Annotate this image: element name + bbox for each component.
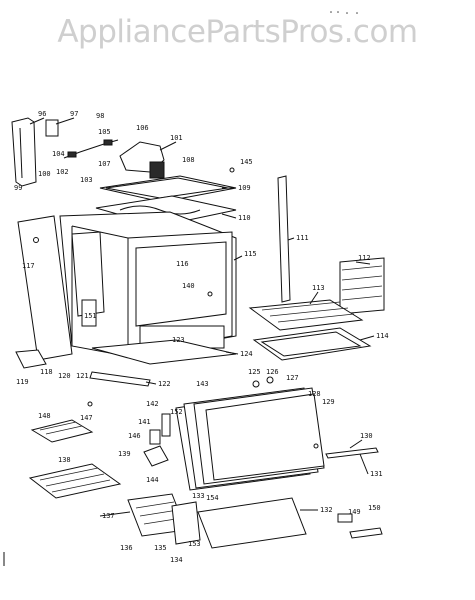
- callout-140: 140: [182, 282, 195, 290]
- callout-146: 146: [128, 432, 141, 440]
- part-rail-111: [277, 175, 291, 303]
- callout-117: 117: [22, 262, 35, 270]
- part-oven-rack-side: [339, 257, 385, 315]
- callout-100: 100: [38, 170, 51, 178]
- part-insulation: [71, 231, 105, 327]
- callout-128: 128: [308, 390, 321, 398]
- part-door-handle-bracket: [143, 445, 169, 467]
- callout-105: 105: [98, 128, 111, 136]
- callout-115: 115: [244, 250, 257, 258]
- part-feet: [15, 349, 47, 369]
- callout-149: 149: [348, 508, 361, 516]
- callout-151: 151: [84, 312, 97, 320]
- callout-145: 145: [240, 158, 253, 166]
- callout-124: 124: [240, 350, 253, 358]
- callout-126: 126: [266, 368, 279, 376]
- callout-123: 123: [172, 336, 185, 344]
- callout-118: 118: [40, 368, 53, 376]
- callout-132: 132: [320, 506, 333, 514]
- callout-98: 98: [96, 112, 104, 120]
- callout-144: 144: [146, 476, 159, 484]
- callout-113: 113: [312, 284, 325, 292]
- callout-101: 101: [170, 134, 183, 142]
- part-cabinet-body: [59, 211, 237, 357]
- part-grill-tray-136: [28, 463, 122, 499]
- part-element-top: [119, 141, 165, 179]
- callout-109: 109: [238, 184, 251, 192]
- part-storage-drawer: [127, 493, 307, 549]
- part-oven-rack: [248, 299, 364, 331]
- callout-112: 112: [358, 254, 371, 262]
- part-fasteners: [87, 167, 319, 449]
- callout-152: 152: [170, 408, 183, 416]
- callout-107: 107: [98, 160, 111, 168]
- callout-110: 110: [238, 214, 251, 222]
- part-door-assembly: [175, 387, 325, 491]
- callout-150: 150: [368, 504, 381, 512]
- callout-143: 143: [196, 380, 209, 388]
- callout-153: 153: [188, 540, 201, 548]
- callout-108: 108: [182, 156, 195, 164]
- callout-127: 127: [286, 374, 299, 382]
- callout-148: 148: [38, 412, 51, 420]
- callout-135: 135: [154, 544, 167, 552]
- callout-99: 99: [14, 184, 22, 192]
- part-side-trim: [11, 117, 37, 187]
- leader-lines: [29, 117, 375, 517]
- watermark: AppliancePartsPros.com: [57, 14, 418, 50]
- callout-137: 137: [102, 512, 115, 520]
- callout-154: 154: [206, 494, 219, 502]
- callout-116: 116: [176, 260, 189, 268]
- callout-139: 139: [118, 450, 131, 458]
- part-left-side-panel: [17, 215, 73, 361]
- callout-120: 120: [58, 372, 71, 380]
- callout-121: 121: [76, 372, 89, 380]
- callout-102: 102: [56, 168, 69, 176]
- callout-122: 122: [158, 380, 171, 388]
- callout-103: 103: [80, 176, 93, 184]
- callout-134: 134: [170, 556, 183, 564]
- callout-138: 138: [58, 456, 71, 464]
- callout-125: 125: [248, 368, 261, 376]
- callout-106: 106: [136, 124, 149, 132]
- callout-119: 119: [16, 378, 29, 386]
- callout-114: 114: [376, 332, 389, 340]
- callout-147: 147: [80, 414, 93, 422]
- callout-131: 131: [370, 470, 383, 478]
- corner-specks: [330, 11, 358, 14]
- callout-97: 97: [70, 110, 78, 118]
- callout-129: 129: [322, 398, 335, 406]
- callout-130: 130: [360, 432, 373, 440]
- callout-141: 141: [138, 418, 151, 426]
- part-callouts: 96 97 98 99 100 101 102 103 104 105 106 …: [14, 110, 389, 564]
- part-bracket-97: [45, 119, 59, 137]
- part-wire-harness: [63, 139, 119, 159]
- part-door-hinge: [149, 413, 171, 445]
- part-drawer-clip: [337, 513, 383, 539]
- part-broiler-pan: [252, 327, 372, 361]
- callout-96: 96: [38, 110, 46, 118]
- callout-111: 111: [296, 234, 309, 242]
- callout-133: 133: [192, 492, 205, 500]
- callout-142: 142: [146, 400, 159, 408]
- callout-136: 136: [120, 544, 133, 552]
- part-grill-tray-148: [30, 419, 94, 443]
- part-handle-rod: [325, 447, 379, 459]
- callout-104: 104: [52, 150, 65, 158]
